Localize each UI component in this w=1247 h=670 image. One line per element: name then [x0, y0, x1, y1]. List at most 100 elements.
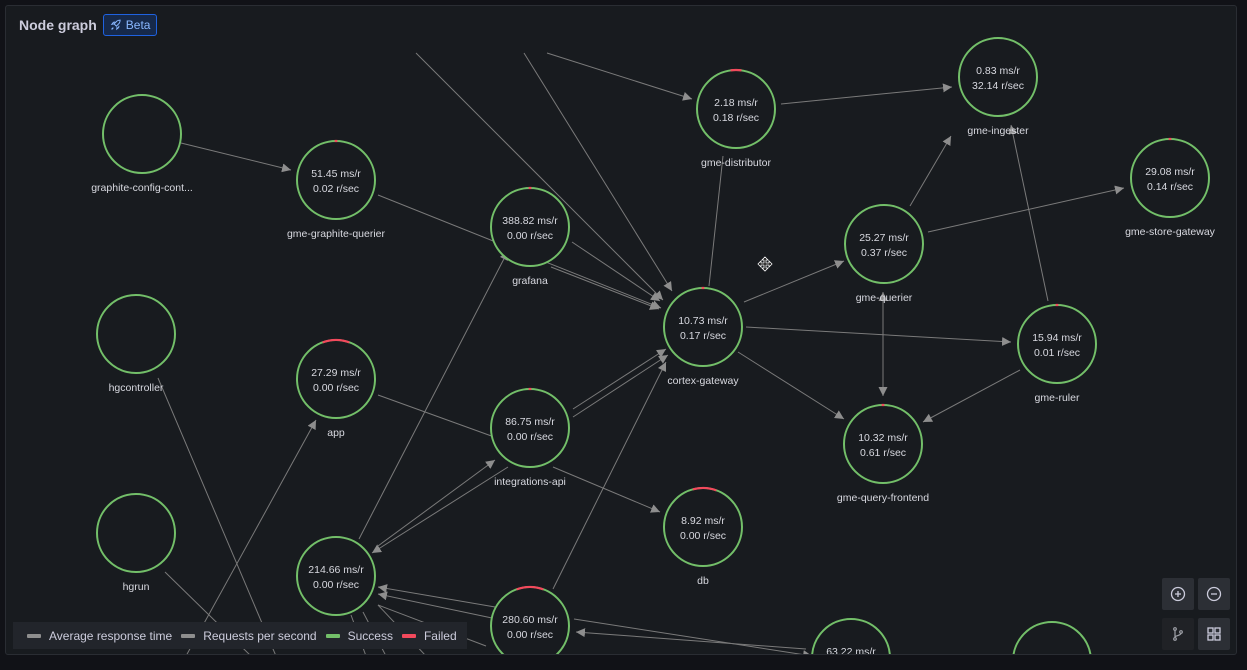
node-circle[interactable] — [296, 339, 376, 419]
node-secondary-stat: 0.61 r/sec — [860, 447, 906, 459]
node-secondary-stat: 0.00 r/sec — [507, 230, 553, 242]
node-title: app — [327, 427, 345, 439]
node-title: graphite-config-cont... — [91, 182, 193, 194]
zoom-in-icon — [1170, 586, 1186, 602]
zoom-in-button[interactable] — [1162, 578, 1194, 610]
legend-label: Average response time — [49, 628, 173, 643]
node-secondary-stat: 0.18 r/sec — [713, 112, 759, 124]
node-main-stat: 280.60 ms/r — [502, 614, 558, 626]
failed-arc — [322, 338, 350, 344]
node-circle[interactable] — [958, 37, 1038, 117]
legend-swatch — [401, 633, 416, 638]
legend-label: Success — [347, 628, 393, 643]
node-secondary-stat: 0.00 r/sec — [507, 431, 553, 443]
legend-item-success[interactable]: Success — [325, 628, 393, 643]
node-main-stat: 15.94 ms/r — [1032, 332, 1082, 344]
grid-icon — [1207, 627, 1221, 641]
node-main-stat: 27.29 ms/r — [311, 367, 361, 379]
failed-arc — [516, 585, 544, 591]
node-main-stat: 86.75 ms/r — [505, 416, 555, 428]
node-circle[interactable] — [844, 204, 924, 284]
node-node-bottom-right[interactable] — [1012, 621, 1092, 655]
node-circle[interactable] — [811, 618, 891, 655]
edges — [157, 52, 1125, 654]
panel-title: Node graph — [19, 17, 97, 33]
node-circle[interactable] — [96, 294, 176, 374]
node-main-stat: 214.66 ms/r — [308, 564, 364, 576]
legend-item-avg-response[interactable]: Average response time — [27, 629, 172, 643]
node-node-63[interactable]: 63.22 ms/r — [811, 618, 891, 655]
node-grafana[interactable]: 388.82 ms/r 0.00 r/sec grafana — [490, 186, 570, 287]
node-circle[interactable] — [96, 493, 176, 573]
node-graphite-config-cont[interactable]: graphite-config-cont... — [91, 94, 193, 194]
node-circle[interactable] — [843, 404, 923, 484]
node-gme-graphite-querier[interactable]: 51.45 ms/r 0.02 r/sec gme-graphite-querier — [287, 139, 386, 240]
node-secondary-stat: 0.01 r/sec — [1034, 347, 1080, 359]
panel-header: Node graph Beta — [19, 14, 158, 36]
git-branch-icon — [1173, 627, 1183, 641]
node-secondary-stat: 0.14 r/sec — [1147, 181, 1193, 193]
node-title: gme-ruler — [1035, 392, 1080, 404]
node-integrations-api[interactable]: 86.75 ms/r 0.00 r/sec integrations-api — [490, 387, 570, 488]
node-circle[interactable] — [296, 536, 376, 616]
node-graph-panel: Node graph Beta — [5, 5, 1237, 655]
node-hgrun[interactable]: hgrun — [96, 493, 176, 593]
node-main-stat: 25.27 ms/r — [859, 232, 909, 244]
node-title: gme-graphite-querier — [287, 228, 386, 240]
node-circle[interactable] — [490, 388, 570, 468]
beta-badge: Beta — [102, 14, 158, 36]
node-db[interactable]: 8.92 ms/r 0.00 r/sec db — [663, 486, 743, 587]
node-circle[interactable] — [1017, 304, 1097, 384]
node-main-stat: 388.82 ms/r — [502, 215, 558, 227]
node-circle[interactable] — [663, 287, 743, 367]
legend-item-requests[interactable]: Requests per second — [181, 629, 317, 643]
graph-canvas[interactable]: graphite-config-cont... 51.45 ms/r 0.02 r/… — [6, 6, 1237, 655]
node-hgcontroller[interactable]: hgcontroller — [96, 294, 176, 394]
node-circle[interactable] — [663, 487, 743, 567]
node-circle[interactable] — [696, 69, 776, 149]
zoom-out-button[interactable] — [1198, 578, 1230, 610]
node-node-280[interactable]: 280.60 ms/r0.00 r/sec — [490, 585, 570, 655]
failed-arc — [692, 486, 717, 492]
node-secondary-stat: 0.00 r/sec — [680, 530, 726, 542]
node-secondary-stat: 0.17 r/sec — [680, 330, 726, 342]
node-title: gme-store-gateway — [1125, 226, 1216, 238]
node-secondary-stat: 0.00 r/sec — [313, 579, 359, 591]
node-main-stat: 8.92 ms/r — [681, 515, 725, 527]
node-main-stat: 10.32 ms/r — [858, 432, 908, 444]
node-title: grafana — [512, 275, 548, 287]
node-title: gme-query-frontend — [837, 492, 929, 504]
node-circle[interactable] — [1012, 621, 1092, 655]
node-circle[interactable] — [102, 94, 182, 174]
zoom-out-icon — [1206, 586, 1222, 602]
node-title: db — [697, 575, 709, 587]
node-node-214[interactable]: 214.66 ms/r 0.00 r/sec — [296, 536, 376, 616]
node-title: gme-ingester — [967, 125, 1029, 137]
graph-layout-button[interactable] — [1162, 618, 1194, 650]
node-gme-distributor[interactable]: 2.18 ms/r 0.18 r/sec gme-distributor — [696, 68, 776, 169]
grid-layout-button[interactable] — [1198, 618, 1230, 650]
graph-controls — [1162, 578, 1230, 650]
node-gme-ruler[interactable]: 15.94 ms/r 0.01 r/sec gme-ruler — [1017, 303, 1097, 404]
node-title: integrations-api — [494, 476, 566, 488]
node-circle[interactable] — [490, 187, 570, 267]
node-title: gme-distributor — [701, 157, 772, 169]
node-secondary-stat: 32.14 r/sec — [972, 80, 1024, 92]
node-main-stat: 2.18 ms/r — [714, 97, 758, 109]
rocket-icon — [110, 19, 121, 31]
legend-item-failed[interactable]: Failed — [401, 629, 457, 643]
node-secondary-stat: 0.02 r/sec — [313, 183, 359, 195]
node-title: cortex-gateway — [667, 375, 739, 387]
node-circle[interactable] — [296, 140, 376, 220]
beta-label: Beta — [125, 18, 151, 32]
nodes: graphite-config-cont... 51.45 ms/r 0.02 r/… — [91, 37, 1216, 655]
node-main-stat: 51.45 ms/r — [311, 168, 361, 180]
node-gme-query-frontend[interactable]: 10.32 ms/r 0.61 r/sec gme-query-frontend — [837, 403, 929, 504]
node-circle[interactable] — [1130, 138, 1210, 218]
legend-swatch — [181, 633, 196, 638]
